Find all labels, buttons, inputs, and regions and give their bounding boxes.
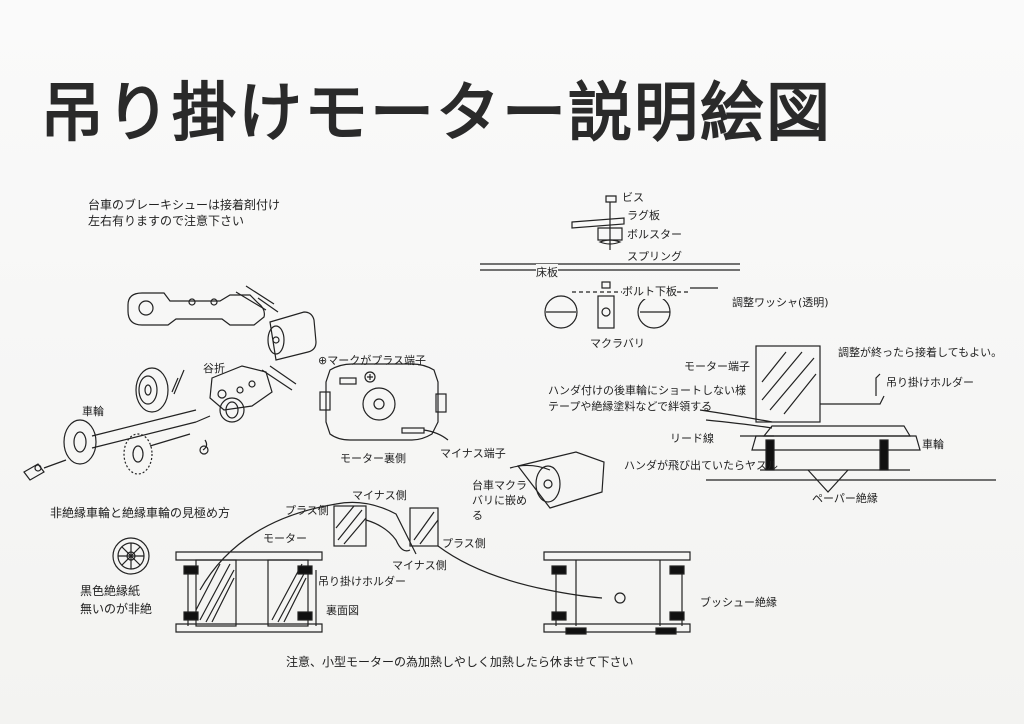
- label-motor-back: モーター裏側: [340, 452, 406, 465]
- insulated-wheel-diagram: [112, 537, 150, 575]
- label-minus-side-top: マイナス側: [352, 489, 407, 502]
- label-screw: ビス: [622, 191, 644, 204]
- label-no-paper: 無いのが非絶: [80, 602, 153, 616]
- label-bogie-makura: 台車マクラ: [472, 479, 527, 492]
- label-paper-insulation: ペーパー絶縁: [812, 492, 878, 505]
- hanging-holder-section: [699, 345, 996, 493]
- label-minus-side-mid: マイナス側: [392, 559, 447, 572]
- label-bolster: ボルスター: [627, 228, 682, 241]
- label-valley-fold: 谷折: [203, 362, 225, 375]
- label-lug-plate: ラグ板: [627, 209, 660, 222]
- brake-note-line1: 台車のブレーキシューは接着剤付け: [88, 198, 281, 212]
- bolster-exploded-diagram: [480, 195, 740, 329]
- page-title: 吊り掛けモーター説明絵図: [40, 77, 832, 151]
- insulation-title: 非絶縁車輪と絶縁車輪の見極め方: [50, 506, 231, 520]
- label-washer: 調整ワッシャ(透明): [732, 296, 829, 309]
- label-file-solder: ハンダが飛び出ていたらヤスル: [624, 459, 778, 472]
- label-minus-terminal: マイナス端子: [440, 447, 506, 460]
- label-bush-insulation: ブッシュー絶縁: [700, 596, 777, 609]
- label-lead-wire: リード線: [670, 432, 714, 445]
- label-hanging-holder-bottom: 吊り掛けホルダー: [318, 575, 406, 588]
- label-glue-after: 調整が終ったら接着してもよい。: [838, 346, 1003, 359]
- label-floor-plate: 床板: [536, 264, 558, 280]
- label-motor-terminal: モーター端子: [684, 360, 750, 373]
- label-plus-side-right: プラス側: [442, 537, 486, 550]
- label-bolt-plate: ボルト下板: [622, 283, 677, 299]
- label-makurabari: マクラバリ: [590, 337, 645, 350]
- label-motor: モーター: [263, 532, 307, 545]
- label-solder-note2: テープや絶縁塗料などで絆領する: [548, 400, 713, 413]
- exploded-bogie-diagram: [23, 285, 317, 481]
- label-fit-into: バリに嵌め: [472, 494, 527, 507]
- label-plus-side-left: プラス側: [285, 504, 329, 517]
- label-black-paper: 黒色絶縁紙: [80, 584, 141, 598]
- motor-back-diagram: [319, 363, 449, 441]
- label-ru: る: [472, 509, 483, 522]
- label-wheel-right: 車輪: [922, 438, 944, 451]
- wiring-bottom-view: [175, 501, 691, 635]
- label-solder-note1: ハンダ付けの後車輪にショートしない様: [548, 384, 746, 397]
- motor-bogie-makura-diagram: [509, 451, 605, 509]
- brake-note-line2: 左右有りますので注意下さい: [88, 214, 245, 228]
- label-plus-mark: ⊕マークがプラス端子: [318, 354, 426, 367]
- caution-note: 注意、小型モーターの為加熱しやしく加熱したら休ませて下さい: [286, 655, 634, 669]
- label-wheel-left: 車輪: [82, 405, 104, 418]
- label-spring: スプリング: [627, 250, 682, 263]
- label-bottom-view: 裏面図: [326, 604, 359, 617]
- label-hanging-holder-right: 吊り掛けホルダー: [886, 376, 974, 389]
